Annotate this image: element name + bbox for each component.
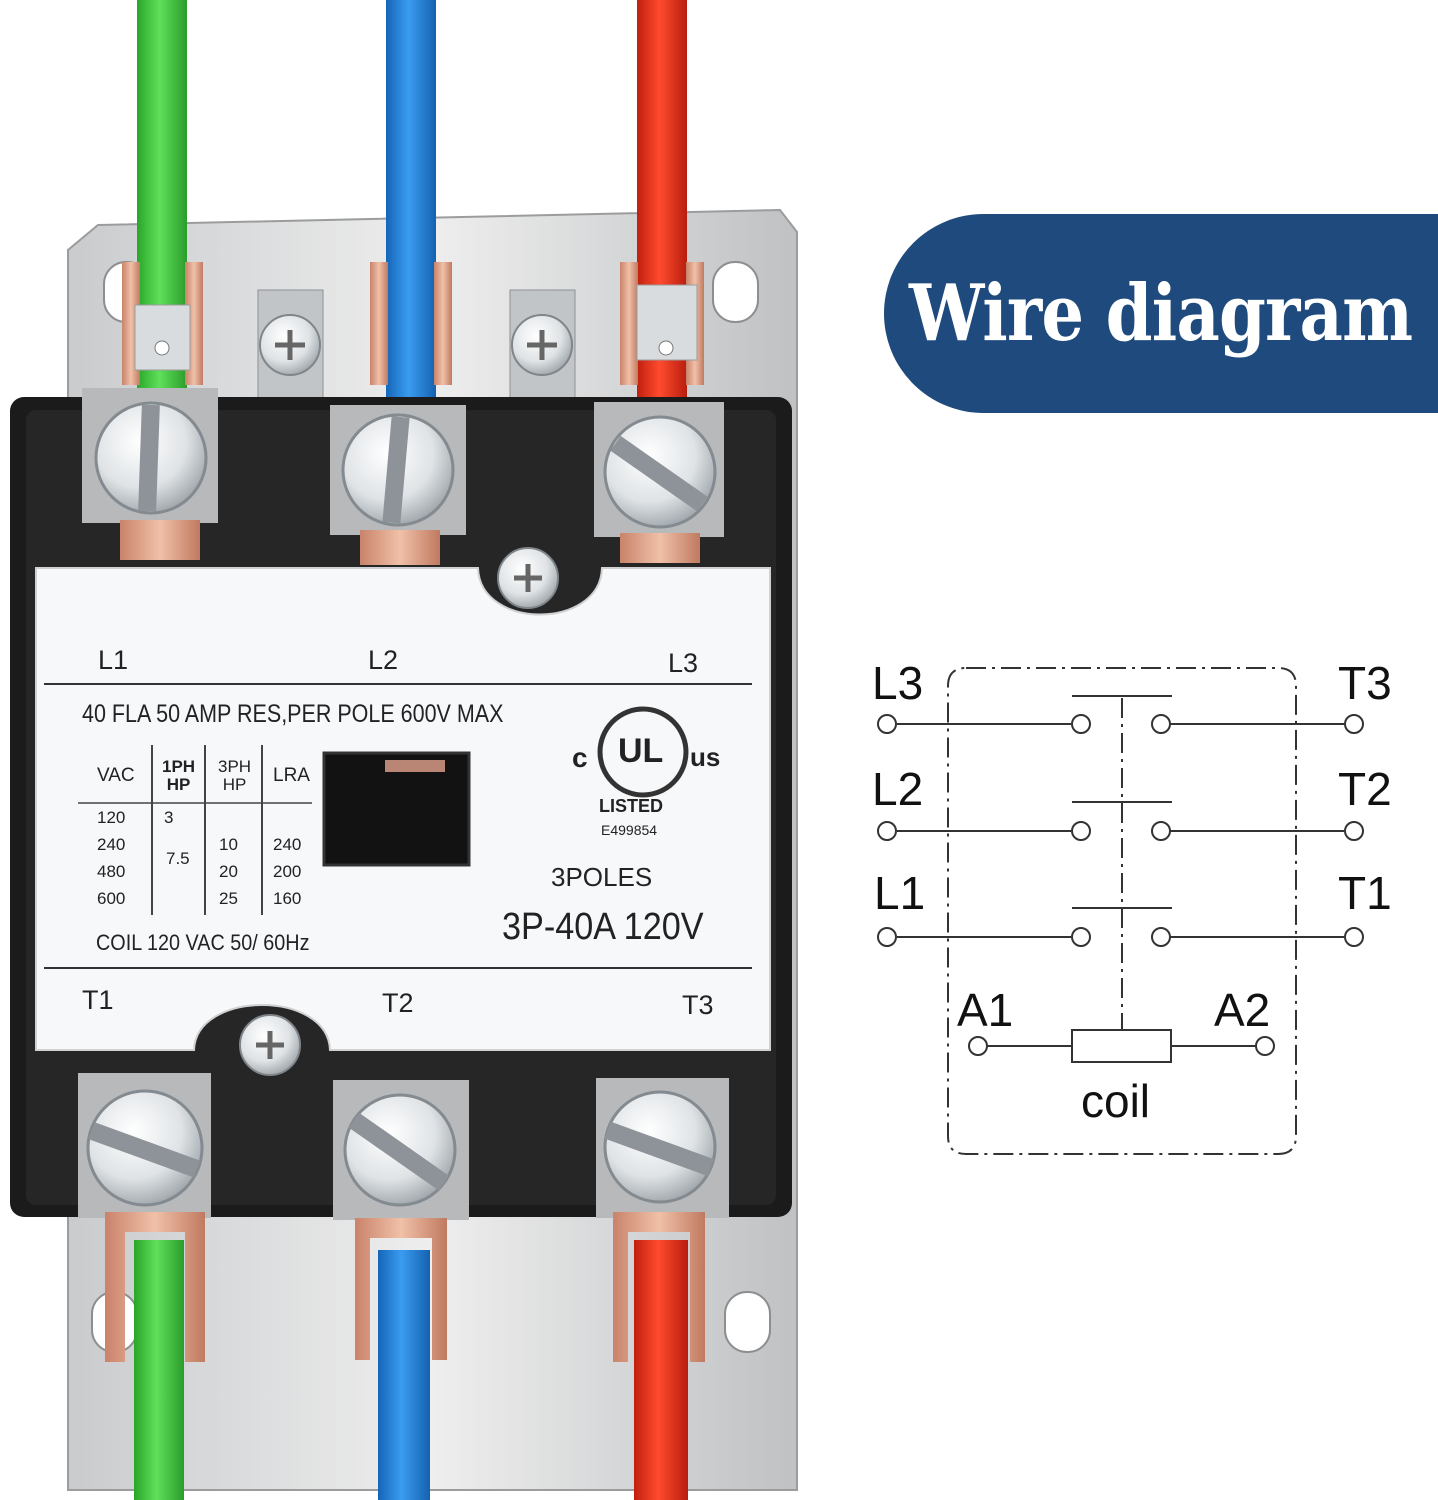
terminal-node: [1151, 821, 1171, 841]
lra-value: 160: [273, 889, 302, 908]
hp-1ph-value: 3: [164, 808, 174, 827]
vac-value: 120: [97, 808, 126, 827]
mounting-slot: [724, 1291, 771, 1353]
red-wire-bottom: [634, 1240, 688, 1500]
schematic-label-a1: A1: [957, 984, 1014, 1036]
schematic-label-t2: T2: [1338, 763, 1392, 815]
terminal-label-t1: T1: [82, 985, 114, 1015]
terminal-node: [1071, 714, 1091, 734]
terminal-node: [1344, 821, 1364, 841]
schematic-label-l1: L1: [874, 867, 926, 919]
banner-title: Wire diagram: [909, 268, 1413, 359]
terminal-node: [1071, 821, 1091, 841]
rating-line: 40 FLA 50 AMP RES,PER POLE 600V MAX: [82, 700, 504, 728]
terminal-node: [1344, 714, 1364, 734]
hp-1ph-value: 7.5: [166, 849, 190, 868]
lra-value: 200: [273, 862, 302, 881]
terminal-node: [1255, 1036, 1275, 1056]
terminal-node: [877, 821, 897, 841]
table-header-lra: LRA: [273, 765, 310, 786]
schematic-label-l3: L3: [872, 657, 924, 709]
ul-file-number: E499854: [601, 822, 658, 838]
green-wire-bottom: [134, 1240, 184, 1500]
bottom-copper-terminals: [105, 1212, 705, 1362]
terminal-label-t2: T2: [382, 988, 414, 1018]
terminal-node: [877, 714, 897, 734]
auxiliary-screws: [257, 289, 576, 401]
terminal-label-t3: T3: [682, 990, 714, 1020]
ul-us: us: [690, 742, 721, 772]
poles-label: 3POLES: [551, 862, 653, 892]
blue-wire-top: [386, 0, 436, 400]
wire-diagram-banner: Wire diagram: [884, 214, 1438, 413]
bottom-terminal-blocks: [78, 1073, 729, 1220]
schematic-label-t3: T3: [1338, 657, 1392, 709]
hp-3ph-value: 25: [219, 889, 238, 908]
top-terminal-blocks: [82, 388, 724, 565]
hp-3ph-value: 20: [219, 862, 238, 881]
coil-symbol: [1071, 1029, 1172, 1063]
mounting-slot: [712, 261, 759, 323]
table-header-1ph: 1PH HP: [162, 757, 196, 794]
blue-wire-bottom: [378, 1250, 430, 1500]
schematic-label-a2: A2: [1214, 984, 1271, 1036]
table-header-vac: VAC: [97, 765, 135, 786]
terminal-node: [877, 927, 897, 947]
schematic-label-t1: T1: [1338, 867, 1392, 919]
coil-rating-line: COIL 120 VAC 50/ 60Hz: [96, 930, 310, 955]
top-copper-terminals: [122, 262, 704, 385]
model-label: 3P-40A 120V: [502, 906, 704, 948]
vac-value: 480: [97, 862, 126, 881]
hp-3ph-value: 10: [219, 835, 238, 854]
schematic-label-l2: L2: [872, 763, 924, 815]
lra-value: 240: [273, 835, 302, 854]
terminal-node: [968, 1036, 988, 1056]
terminal-node: [1344, 927, 1364, 947]
coil-label: coil: [1081, 1075, 1151, 1127]
terminal-node: [1151, 714, 1171, 734]
table-header-3ph: 3PH HP: [218, 757, 252, 794]
terminal-label-l2: L2: [368, 645, 399, 675]
ul-logo: [597, 706, 689, 798]
terminal-label-l3: L3: [668, 648, 699, 678]
terminal-node: [1151, 927, 1171, 947]
ul-listed: LISTED: [599, 796, 664, 816]
vac-value: 600: [97, 889, 126, 908]
vac-value: 240: [97, 835, 126, 854]
enclosure-outline: [947, 667, 1297, 1155]
terminal-label-l1: L1: [98, 645, 129, 675]
terminal-node: [1071, 927, 1091, 947]
ul-c: c: [572, 742, 588, 773]
ul-mark: UL: [618, 732, 664, 770]
